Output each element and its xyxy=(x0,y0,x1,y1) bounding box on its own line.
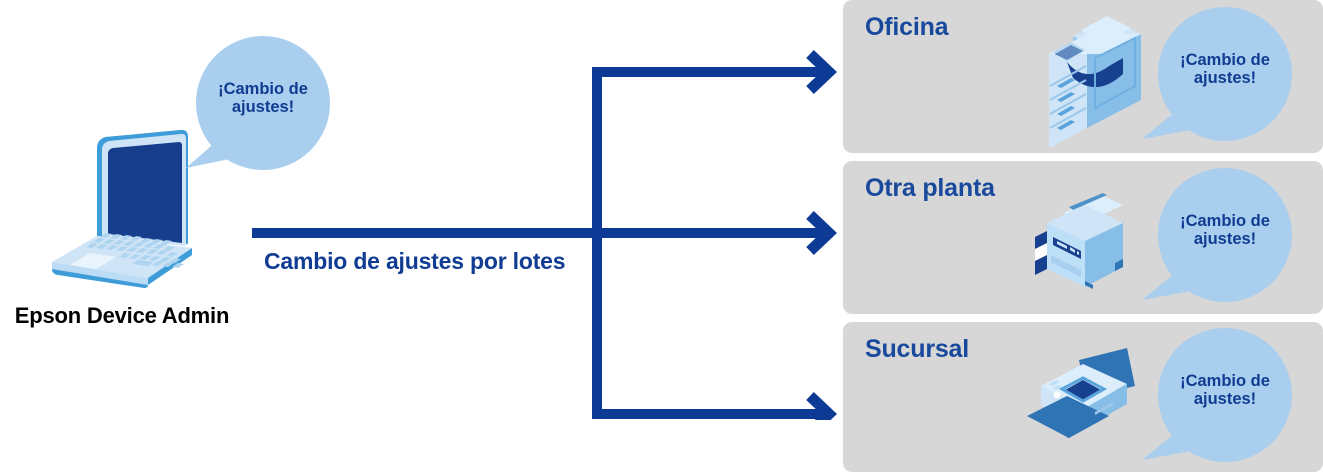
source-speech-bubble: ¡Cambio de ajustes! xyxy=(186,36,330,170)
panel-title: Otra planta xyxy=(865,174,995,202)
destination-panel-otra-planta: Otra planta xyxy=(843,161,1323,314)
source-label: Epson Device Admin xyxy=(14,303,230,328)
branch-line-top xyxy=(592,67,822,77)
panel-title: Oficina xyxy=(865,13,949,41)
arrow-right-icon-top xyxy=(806,50,837,94)
panel-speech-bubble: ¡Cambio de ajustes! xyxy=(1142,5,1292,145)
branch-line-middle xyxy=(592,228,822,238)
arrow-right-icon-middle xyxy=(806,211,837,255)
panel-bubble-text: ¡Cambio de ajustes! xyxy=(1180,372,1270,409)
panel-speech-bubble: ¡Cambio de ajustes! xyxy=(1142,326,1292,466)
trunk-line xyxy=(252,228,602,238)
source-bubble-text: ¡Cambio de ajustes! xyxy=(218,80,308,117)
bubble-tail-icon xyxy=(186,126,234,168)
bubble-tail-icon xyxy=(1142,256,1196,300)
panel-bubble-text: ¡Cambio de ajustes! xyxy=(1180,51,1270,88)
destination-panel-sucursal: Sucursal xyxy=(843,322,1323,472)
panel-bubble-text: ¡Cambio de ajustes! xyxy=(1180,212,1270,249)
destination-panel-oficina: Oficina xyxy=(843,0,1323,153)
flow-connector xyxy=(240,50,840,436)
branch-line-bottom xyxy=(592,409,822,419)
spine-line xyxy=(592,67,602,419)
flow-trunk-label: Cambio de ajustes por lotes xyxy=(264,248,566,274)
bubble-tail-icon xyxy=(1142,95,1196,139)
bubble-tail-icon xyxy=(1142,416,1196,460)
panel-title: Sucursal xyxy=(865,335,970,363)
panel-speech-bubble: ¡Cambio de ajustes! xyxy=(1142,166,1292,306)
office-printer-icon xyxy=(1023,193,1141,293)
multifunction-copier-icon xyxy=(1037,10,1155,148)
inkjet-printer-icon xyxy=(1021,342,1146,442)
laptop-icon xyxy=(40,126,225,291)
source-node-group: ¡Cambio de ajustes! Epson Device Admin xyxy=(0,0,340,350)
